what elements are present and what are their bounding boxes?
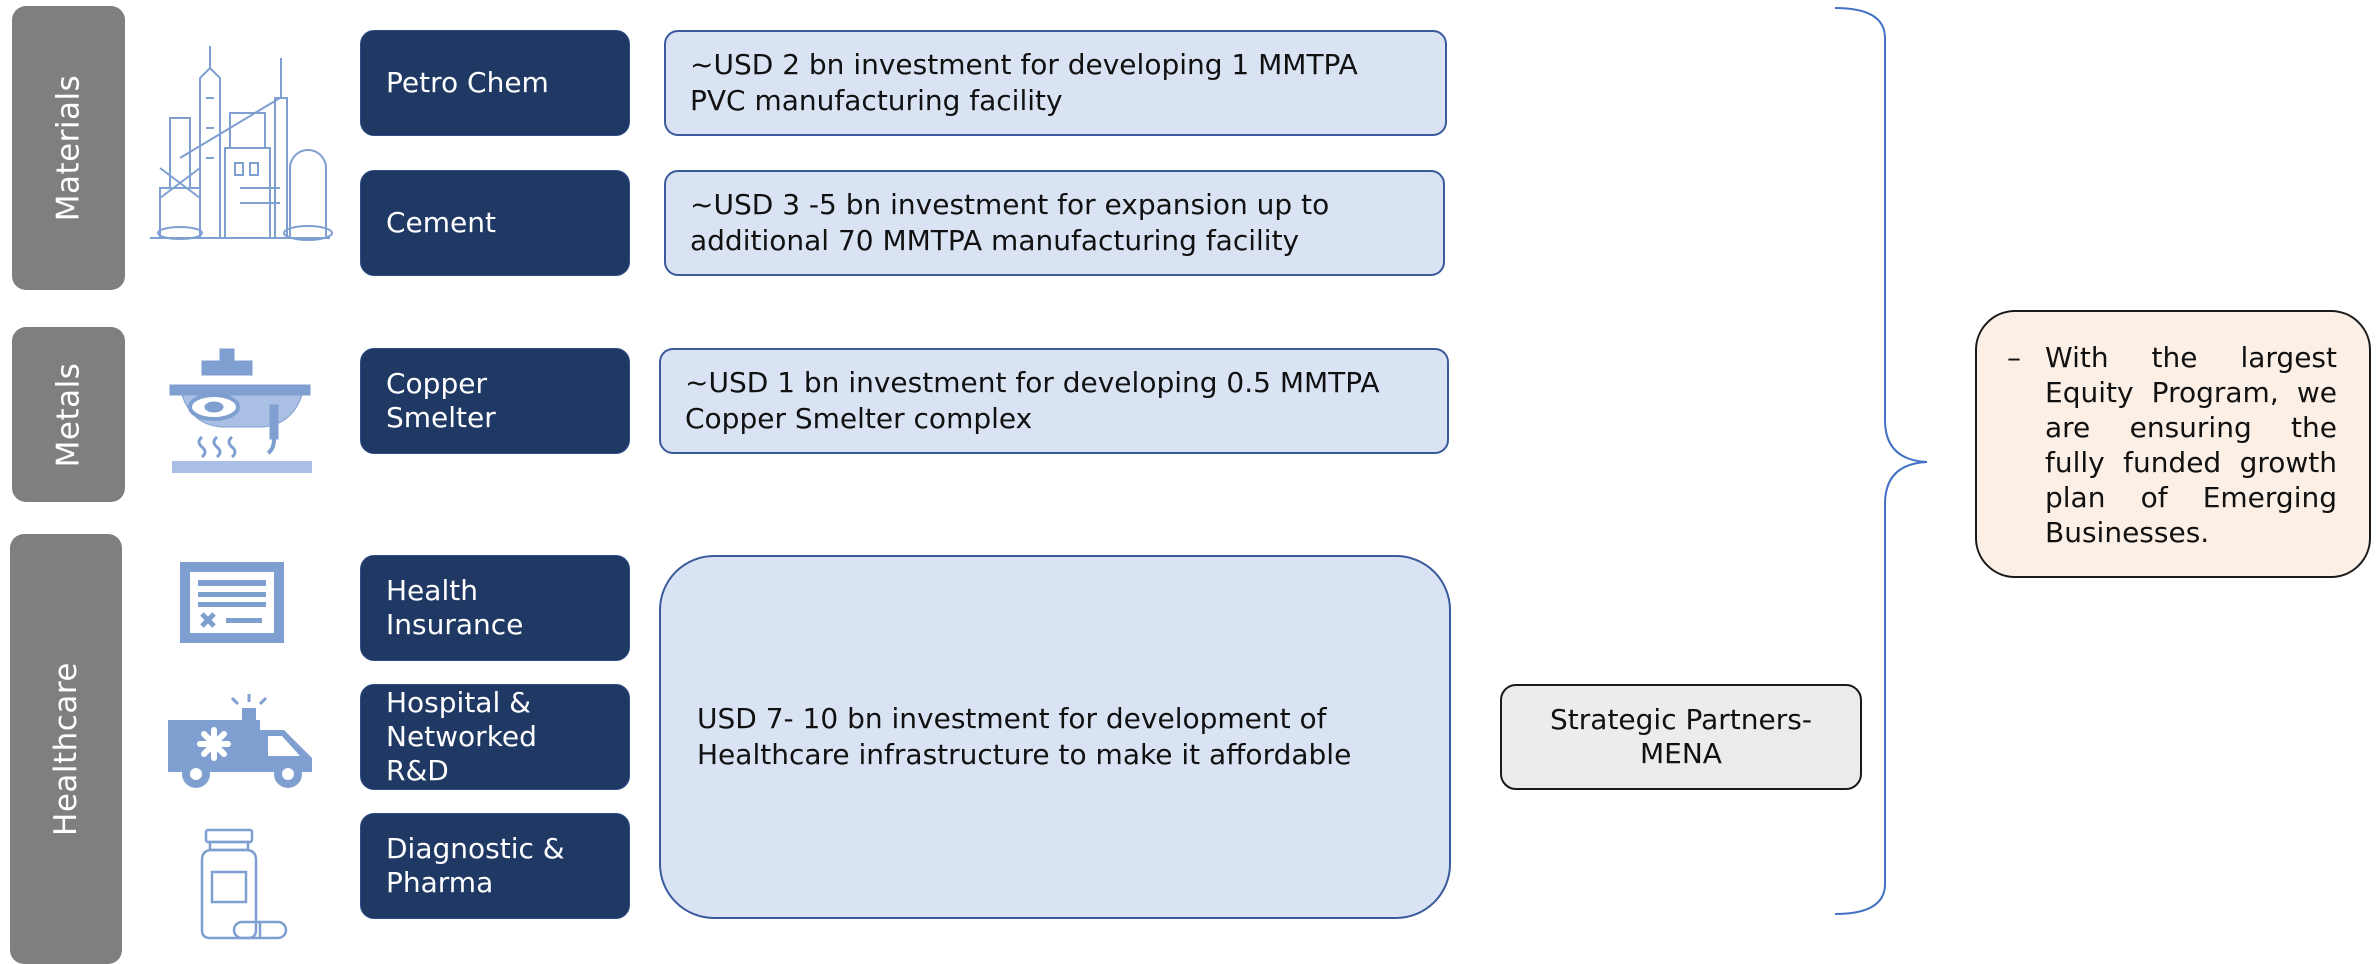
sector-diagnostic: Diagnostic & Pharma bbox=[360, 813, 630, 919]
desc-cement-text: ~USD 3 -5 bn investment for expansion up… bbox=[690, 188, 1330, 257]
desc-healthcare: USD 7- 10 bn investment for development … bbox=[659, 555, 1451, 919]
right-bracket bbox=[1834, 7, 1928, 915]
refinery-icon bbox=[150, 46, 333, 241]
sector-health-insurance: Health Insurance bbox=[360, 555, 630, 661]
sector-petro-chem: Petro Chem bbox=[360, 30, 630, 136]
medicine-bottle-icon bbox=[200, 828, 288, 940]
category-healthcare: Healthcare bbox=[10, 534, 122, 964]
strategic-partners-box: Strategic Partners- MENA bbox=[1500, 684, 1862, 790]
callout-bullet: – bbox=[2007, 341, 2021, 374]
category-metals: Metals bbox=[12, 327, 125, 502]
strategic-partners-label: Strategic Partners- MENA bbox=[1550, 703, 1812, 770]
sector-cement-label: Cement bbox=[386, 206, 497, 239]
sector-cement: Cement bbox=[360, 170, 630, 276]
desc-petro-chem: ~USD 2 bn investment for developing 1 MM… bbox=[664, 30, 1447, 136]
sector-diagnostic-label: Diagnostic & Pharma bbox=[386, 832, 565, 899]
sector-copper-smelter-label: Copper Smelter bbox=[386, 367, 496, 434]
sector-copper-smelter: Copper Smelter bbox=[360, 348, 630, 454]
category-healthcare-label: Healthcare bbox=[48, 662, 85, 836]
category-materials: Materials bbox=[12, 6, 125, 290]
sector-health-insurance-label: Health Insurance bbox=[386, 574, 524, 641]
summary-callout: – With the largest Equity Program, we ar… bbox=[1975, 310, 2371, 578]
callout-text: With the largest Equity Program, we are … bbox=[2045, 341, 2337, 549]
sector-petro-chem-label: Petro Chem bbox=[386, 66, 549, 99]
insurance-card-icon bbox=[180, 562, 284, 643]
desc-petro-chem-text: ~USD 2 bn investment for developing 1 MM… bbox=[690, 48, 1358, 117]
desc-cement: ~USD 3 -5 bn investment for expansion up… bbox=[664, 170, 1445, 276]
ambulance-icon bbox=[168, 694, 312, 788]
desc-healthcare-text: USD 7- 10 bn investment for development … bbox=[697, 702, 1352, 771]
desc-copper-smelter-text: ~USD 1 bn investment for developing 0.5 … bbox=[685, 366, 1380, 435]
smelter-icon bbox=[169, 348, 312, 473]
category-metals-label: Metals bbox=[50, 362, 87, 467]
sector-hospital-label: Hospital & Networked R&D bbox=[386, 686, 537, 787]
sector-hospital: Hospital & Networked R&D bbox=[360, 684, 630, 790]
desc-copper-smelter: ~USD 1 bn investment for developing 0.5 … bbox=[659, 348, 1449, 454]
category-materials-label: Materials bbox=[50, 74, 87, 222]
